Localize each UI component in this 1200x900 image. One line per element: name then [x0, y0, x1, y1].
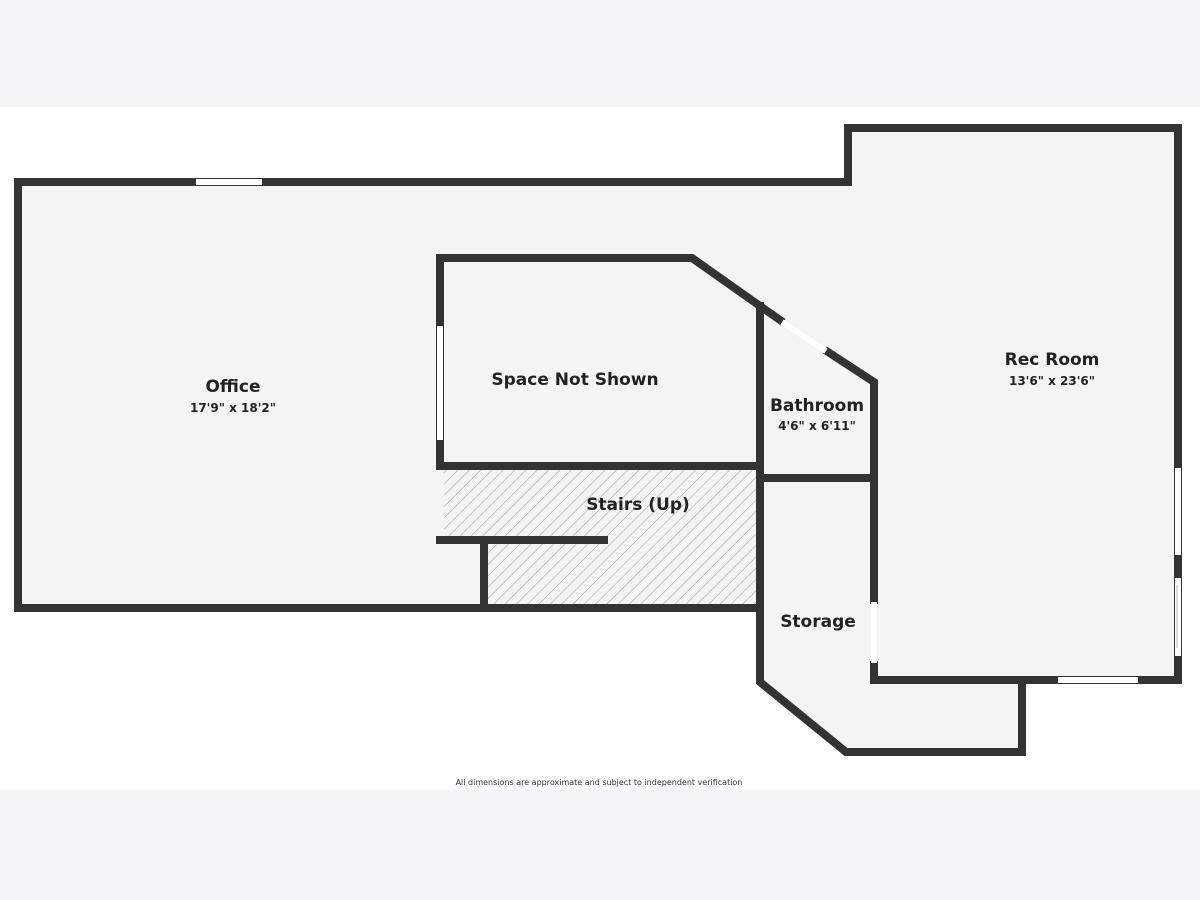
room-label-storage: Storage — [780, 612, 856, 632]
room-dims-rec-room: 13'6" x 23'6" — [1009, 374, 1095, 388]
windows — [196, 179, 1181, 683]
room-label-rec-room: Rec Room — [1005, 350, 1100, 370]
room-dims-office: 17'9" x 18'2" — [190, 401, 276, 415]
floor-area — [18, 128, 1178, 752]
room-label-office: Office — [205, 377, 260, 397]
room-label-space-not-shown: Space Not Shown — [491, 370, 658, 390]
room-dims-bathroom: 4'6" x 6'11" — [778, 419, 856, 433]
room-label-stairs: Stairs (Up) — [586, 495, 690, 515]
walls — [14, 124, 1182, 756]
room-label-bathroom: Bathroom — [770, 396, 864, 416]
disclaimer: All dimensions are approximate and subje… — [456, 778, 743, 787]
stairs-hatch — [444, 468, 756, 604]
